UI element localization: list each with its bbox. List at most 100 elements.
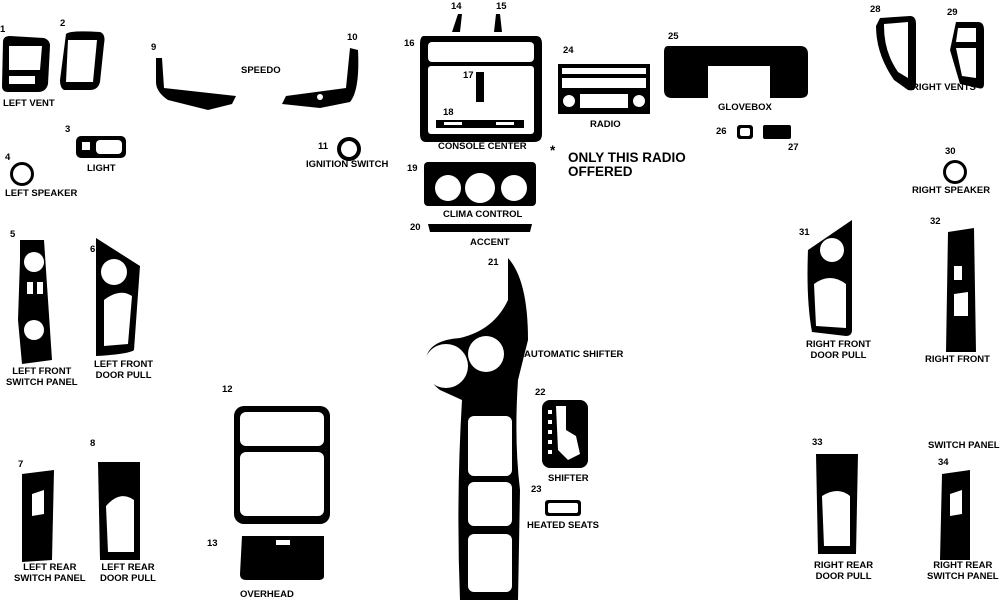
part-number: 11 (318, 141, 329, 152)
part-number: 29 (947, 7, 958, 18)
label-line: DOOR PULL (810, 350, 867, 361)
label-right-vents: RIGHT VENTS (912, 82, 976, 93)
part-number: 28 (870, 4, 881, 15)
part-number: 14 (451, 1, 462, 12)
label-right-front: RIGHT FRONT (925, 354, 990, 365)
part-number: 12 (222, 384, 233, 395)
part-number: 4 (5, 152, 11, 163)
part-automatic-shifter (424, 258, 528, 600)
part-number: 9 (151, 42, 157, 53)
label-heated-seats: HEATED SEATS (527, 520, 599, 531)
part-number: 6 (90, 244, 96, 255)
label-radio: RADIO (590, 119, 621, 130)
part-left-vent-1 (2, 36, 50, 92)
part-number: 21 (488, 257, 499, 268)
label-line: LEFT REAR (101, 562, 155, 573)
part-left-front-switch-panel (18, 240, 52, 364)
label-line: RIGHT REAR (933, 560, 993, 571)
label-left-rear-door-pull: LEFT REAR DOOR PULL (100, 562, 156, 584)
label-right-speaker: RIGHT SPEAKER (912, 185, 991, 196)
label-console-center: CONSOLE CENTER (438, 141, 527, 152)
part-number: 17 (463, 70, 474, 81)
part-number: 16 (404, 38, 415, 49)
label-glovebox: GLOVEBOX (718, 102, 772, 113)
label-line: LEFT REAR (23, 562, 77, 573)
label-switch-panel: SWITCH PANEL (928, 440, 1000, 451)
part-number: 31 (799, 227, 810, 238)
label-automatic-shifter: AUTOMATIC SHIFTER (524, 349, 624, 360)
part-accent (428, 224, 532, 232)
part-number: 24 (563, 45, 574, 56)
part-radio (558, 64, 650, 114)
label-speedo: SPEEDO (241, 65, 281, 76)
note-line-2: OFFERED (568, 164, 633, 179)
label-right-front-door-pull: RIGHT FRONT DOOR PULL (806, 339, 871, 361)
part-number: 1 (0, 24, 6, 35)
part-number: 22 (535, 387, 546, 398)
part-number: 26 (716, 126, 727, 137)
label-clima-control: CLIMA CONTROL (443, 209, 523, 220)
label-line: SWITCH PANEL (6, 377, 78, 388)
label-left-rear-switch-panel: LEFT REAR SWITCH PANEL (14, 562, 86, 584)
part-left-front-door-pull (96, 238, 140, 356)
part-glovebox (664, 46, 808, 98)
label-line: SWITCH PANEL (927, 571, 999, 582)
part-number: 34 (938, 457, 949, 468)
part-number: 23 (531, 484, 542, 495)
label-line: DOOR PULL (100, 573, 156, 584)
part-number: 32 (930, 216, 941, 227)
part-right-front-switch-panel (946, 228, 976, 352)
label-line: LEFT FRONT (94, 359, 154, 370)
label-line: RIGHT REAR (814, 560, 874, 571)
label-left-front-door-pull: LEFT FRONT DOOR PULL (94, 359, 153, 381)
part-15 (494, 14, 502, 32)
label-line: DOOR PULL (95, 370, 152, 381)
label-line: LEFT FRONT (12, 366, 72, 377)
note-star: * (550, 143, 556, 158)
part-number: 25 (668, 31, 679, 42)
part-overhead (240, 536, 324, 580)
part-number: 10 (347, 32, 358, 43)
part-speedo-right (282, 48, 359, 108)
part-right-front-door-pull (807, 220, 852, 336)
part-number: 3 (65, 124, 71, 135)
part-number: 8 (90, 438, 96, 449)
part-number: 33 (812, 437, 823, 448)
part-left-rear-switch-panel (22, 470, 54, 562)
part-number: 13 (207, 538, 218, 549)
part-number: 27 (788, 142, 799, 153)
part-number: 5 (10, 229, 16, 240)
part-light (76, 136, 126, 158)
part-number: 2 (60, 18, 66, 29)
label-line: SWITCH PANEL (14, 573, 86, 584)
label-right-rear-switch-panel: RIGHT REAR SWITCH PANEL (927, 560, 999, 582)
part-speedo-left (156, 58, 236, 110)
label-overhead: OVERHEAD (240, 589, 294, 600)
part-27 (763, 125, 791, 139)
label-light: LIGHT (87, 163, 116, 174)
part-number: 19 (407, 163, 418, 174)
label-accent: ACCENT (470, 237, 510, 248)
label-line: RIGHT FRONT (806, 339, 871, 350)
label-left-vent: LEFT VENT (3, 98, 55, 109)
part-17 (476, 72, 484, 102)
label-shifter: SHIFTER (548, 473, 589, 484)
label-left-front-switch-panel: LEFT FRONT SWITCH PANEL (6, 366, 78, 388)
note-line-1: ONLY THIS RADIO (568, 150, 686, 165)
label-left-speaker: LEFT SPEAKER (5, 188, 78, 199)
part-console-center (420, 36, 542, 142)
part-12 (234, 406, 330, 524)
part-left-vent-2 (60, 31, 105, 90)
label-line: DOOR PULL (815, 571, 872, 582)
part-number: 15 (496, 1, 507, 12)
part-14 (452, 14, 462, 32)
part-clima-control (424, 162, 536, 206)
part-number: 18 (443, 107, 454, 118)
part-number: 7 (18, 459, 24, 470)
part-number: 30 (945, 146, 956, 157)
label-ignition-switch: IGNITION SWITCH (306, 159, 389, 170)
part-shifter (542, 400, 588, 468)
part-number: 20 (410, 222, 421, 233)
